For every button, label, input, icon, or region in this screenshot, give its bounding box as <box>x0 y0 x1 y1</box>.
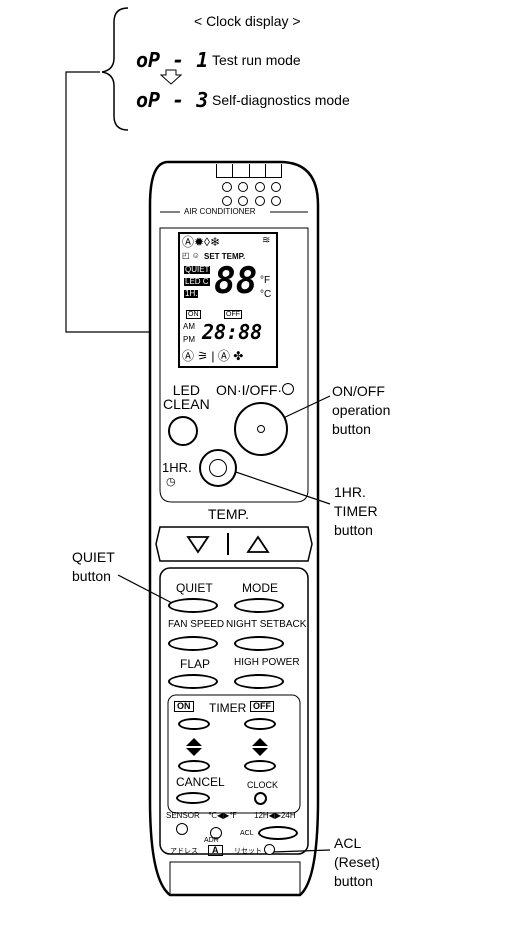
sensor-label: SENSOR <box>166 811 200 820</box>
quiet-button[interactable] <box>168 598 218 613</box>
timer-on-up-button[interactable] <box>178 718 210 730</box>
night-setback-label: NIGHT SETBACK <box>226 619 307 630</box>
reset-jp-label: リセット <box>234 848 262 855</box>
clock-label: CLOCK <box>247 780 279 790</box>
mode-code-op1: oP - 1 <box>136 48 209 72</box>
flap-label: FLAP <box>180 657 211 671</box>
led-clean-label: LED CLEAN <box>163 382 210 412</box>
annotation-on-off: ON/OFF operation button <box>332 383 391 437</box>
cancel-label: CANCEL <box>176 775 225 789</box>
adr-button[interactable] <box>210 827 222 839</box>
on-off-indicator <box>282 383 294 395</box>
one-hr-label: 1HR. <box>162 460 192 475</box>
address-a-badge: A <box>208 845 223 856</box>
lcd-temp-digits: 88 <box>214 261 258 302</box>
lcd-set-temp: SET TEMP. <box>204 252 246 261</box>
mode-label: MODE <box>242 581 278 595</box>
sensor-symbol: ℃◀▶℉ <box>208 811 237 820</box>
on-off-label: ON·I/OFF· <box>216 382 283 398</box>
lcd-led-c: LED C <box>184 277 210 286</box>
mode-label-test-run: Test run mode <box>212 52 301 68</box>
ir-emitter-grid <box>216 164 282 210</box>
lcd-clock-digits: 28:88 <box>202 320 263 344</box>
lcd-mode-icons: Ⓐ✹◊❄ <box>182 235 221 249</box>
lcd-quiet: QUIET <box>184 265 211 274</box>
acl-label: ACL <box>240 830 254 837</box>
quiet-label: QUIET <box>176 581 213 595</box>
flap-button[interactable] <box>168 674 218 689</box>
mode-code-op3: oP - 3 <box>136 88 209 112</box>
lcd-pm: PM <box>183 335 195 344</box>
timer-off-down-button[interactable] <box>244 760 276 772</box>
timer-off-up-button[interactable] <box>244 718 276 730</box>
hour-format-button[interactable] <box>258 826 298 840</box>
led-clean-button[interactable] <box>168 416 198 446</box>
clock-display-title: < Clock display > <box>194 13 301 29</box>
night-setback-button[interactable] <box>234 636 284 651</box>
address-jp-label: アドレス <box>170 848 198 855</box>
temp-down-button[interactable] <box>180 530 216 558</box>
annotation-quiet: QUIET button <box>72 549 115 584</box>
annotation-one-hr-timer: 1HR. TIMER button <box>334 484 378 538</box>
timer-label: TIMER <box>209 701 247 715</box>
annotation-acl: ACL (Reset) button <box>334 835 380 889</box>
lcd-unit-c: °C <box>260 289 272 300</box>
temp-up-button[interactable] <box>240 530 276 558</box>
lcd-off-timer: OFF <box>224 310 242 319</box>
mode-button[interactable] <box>234 598 284 613</box>
one-hr-timer-button[interactable] <box>199 449 237 487</box>
high-power-label: HIGH POWER <box>234 657 300 668</box>
hour-format-label: 12H◀▶24H <box>254 811 296 820</box>
brand-strip: AIR CONDITIONER <box>184 207 256 216</box>
lcd-am: AM <box>183 322 195 331</box>
lcd-unit-f: °F <box>260 275 271 286</box>
lcd-small-icons: ◰ ☺ <box>182 251 200 260</box>
temp-label: TEMP. <box>208 506 249 522</box>
clock-button[interactable] <box>254 792 267 805</box>
acl-reset-button[interactable] <box>264 844 275 855</box>
signal-icon: ≋ <box>262 235 271 246</box>
mode-label-self-diagnostics: Self-diagnostics mode <box>212 92 350 108</box>
lcd-fan-icons: Ⓐ ⚞ | Ⓐ ✤ <box>182 349 244 363</box>
lcd-screen <box>178 232 278 368</box>
sensor-button[interactable] <box>176 823 188 835</box>
timer-on-down-button[interactable] <box>178 760 210 772</box>
timer-on-badge: ON <box>174 701 194 712</box>
lcd-one-hr: 1H. <box>184 289 199 298</box>
lcd-on-timer: ON <box>186 310 201 319</box>
high-power-button[interactable] <box>234 674 284 689</box>
adr-label: ADR <box>204 837 219 844</box>
fan-speed-label: FAN SPEED <box>168 619 225 630</box>
on-off-button[interactable] <box>234 402 288 456</box>
cancel-button[interactable] <box>176 792 210 804</box>
timer-off-badge: OFF <box>250 701 274 712</box>
clock-icon: ◷ <box>166 476 176 488</box>
fan-speed-button[interactable] <box>168 636 218 651</box>
